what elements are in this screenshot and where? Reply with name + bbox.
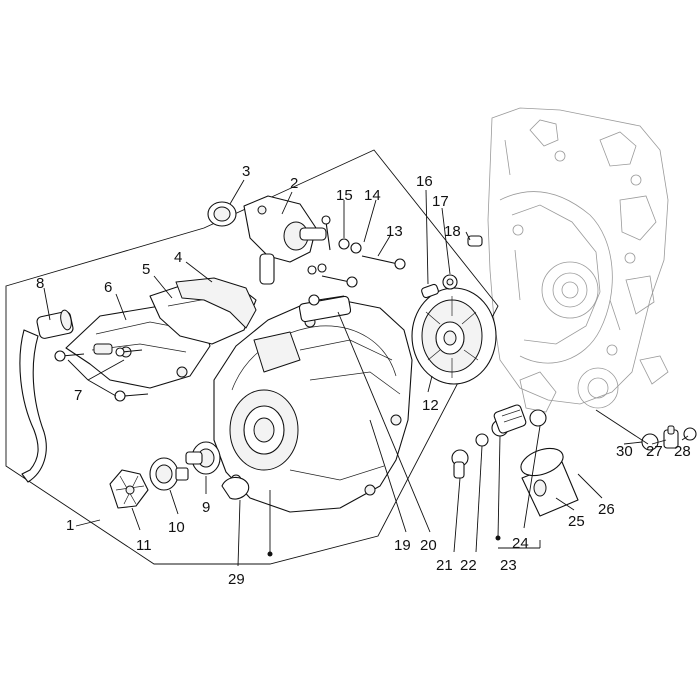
plug-21 — [451, 449, 469, 479]
callout-28: 28 — [674, 443, 691, 460]
callout-5: 5 — [142, 261, 150, 278]
seal-10 — [149, 457, 189, 491]
callout-15: 15 — [336, 187, 353, 204]
callout-10: 10 — [168, 519, 185, 536]
oil-filter-25 — [520, 447, 579, 517]
callout-13: 13 — [386, 223, 403, 240]
callout-19: 19 — [394, 537, 411, 554]
plug-18 — [467, 235, 483, 247]
impeller-11 — [109, 469, 149, 509]
filter-23 — [491, 404, 527, 437]
water-pump-body-2 — [243, 195, 327, 285]
bolts-19-20 — [308, 215, 345, 306]
callout-25: 25 — [568, 513, 585, 530]
shaft-9 — [185, 441, 221, 475]
callout-11: 11 — [136, 537, 152, 554]
callout-3: 3 — [242, 163, 250, 180]
callout-8: 8 — [36, 275, 44, 292]
washer-28 — [683, 427, 697, 441]
o-ring-24 — [529, 409, 547, 427]
callout-18: 18 — [444, 223, 461, 240]
screws-7 — [54, 347, 149, 402]
callout-23: 23 — [500, 557, 517, 574]
callout-27: 27 — [646, 443, 663, 460]
callout-14: 14 — [364, 187, 381, 204]
callout-12: 12 — [422, 397, 439, 414]
callout-1: 1 — [66, 517, 74, 534]
o-ring-22 — [475, 433, 489, 447]
callout-29: 29 — [228, 571, 245, 588]
callout-30: 30 — [616, 443, 633, 460]
callout-16: 16 — [416, 173, 433, 190]
oil-seal-3 — [207, 201, 237, 227]
callout-26: 26 — [598, 501, 615, 518]
washer-17 — [442, 274, 458, 290]
callout-2: 2 — [290, 175, 298, 192]
screws-13 — [321, 255, 406, 288]
callout-7: 7 — [74, 387, 82, 404]
reference-dots — [267, 535, 501, 557]
sensor-27 — [663, 425, 679, 449]
engine-crankcase — [487, 107, 669, 413]
callout-4: 4 — [174, 249, 182, 266]
seal-29 — [221, 476, 250, 500]
bolt-16 — [421, 283, 439, 299]
crankcase-cover — [213, 295, 413, 513]
gasket-4 — [175, 277, 257, 329]
rotor-plate-12 — [411, 287, 497, 385]
callouts: 1 2 3 4 5 6 7 8 9 10 11 12 13 14 15 16 1… — [36, 163, 691, 588]
callout-20: 20 — [420, 537, 437, 554]
callout-21: 21 — [436, 557, 453, 574]
washers-15-14 — [307, 238, 362, 275]
leader-lines — [43, 179, 689, 567]
callout-22: 22 — [460, 557, 477, 574]
callout-6: 6 — [104, 279, 112, 296]
hose-clamp-8 — [19, 309, 74, 483]
callout-9: 9 — [202, 499, 210, 516]
callout-24: 24 — [512, 535, 529, 552]
callout-17: 17 — [432, 193, 449, 210]
